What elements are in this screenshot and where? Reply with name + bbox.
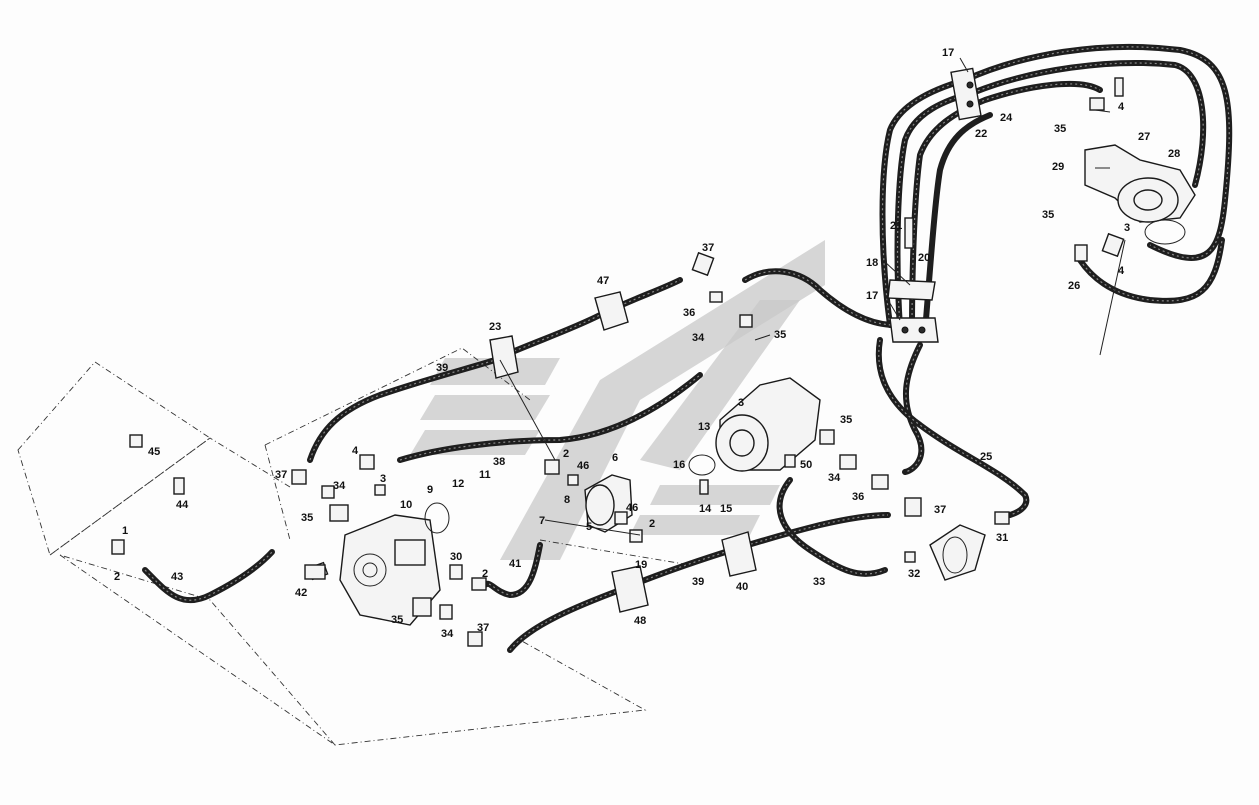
label-47: 47 (597, 275, 609, 287)
label-6: 6 (612, 452, 618, 464)
label-39-bottom: 39 (692, 576, 704, 588)
label-26: 26 (1068, 280, 1080, 292)
label-10: 10 (400, 499, 412, 511)
label-2-bottom: 2 (649, 518, 655, 530)
label-3-center: 3 (738, 397, 744, 409)
label-35-left: 35 (301, 512, 313, 524)
label-35-right: 35 (1042, 209, 1054, 221)
label-4-right: 4 (1118, 265, 1125, 277)
label-35-top: 35 (1054, 123, 1066, 135)
label-46-top: 46 (577, 460, 589, 472)
label-2-pump: 2 (482, 568, 488, 580)
label-22: 22 (975, 128, 987, 140)
label-17-top: 17 (942, 47, 954, 59)
label-30: 30 (450, 551, 462, 563)
label-35-pump: 35 (840, 414, 852, 426)
label-35-center: 35 (774, 329, 786, 341)
label-42: 42 (295, 587, 307, 599)
label-15: 15 (720, 503, 732, 515)
label-3-right: 3 (1124, 222, 1130, 234)
label-25: 25 (980, 451, 992, 463)
label-50: 50 (800, 459, 812, 471)
label-41: 41 (509, 558, 521, 570)
label-34-right: 34 (828, 472, 841, 484)
label-5: 5 (586, 521, 592, 533)
label-4-left: 4 (352, 445, 359, 457)
label-14: 14 (699, 503, 712, 515)
label-37-top: 37 (702, 242, 714, 254)
main-pump-assembly (339, 502, 450, 626)
label-48: 48 (634, 615, 646, 627)
label-35-bottom: 35 (391, 614, 403, 626)
label-29: 29 (1052, 161, 1064, 173)
label-44: 44 (176, 499, 189, 511)
label-31: 31 (996, 532, 1008, 544)
label-32: 32 (908, 568, 920, 580)
label-28: 28 (1168, 148, 1180, 160)
label-40: 40 (736, 581, 748, 593)
hydraulic-motor-top (1084, 144, 1196, 245)
hydraulic-pump-center (688, 377, 821, 476)
label-8: 8 (564, 494, 570, 506)
label-36-bottom: 36 (852, 491, 864, 503)
label-33: 33 (813, 576, 825, 588)
label-46-bottom: 46 (626, 502, 638, 514)
label-34-left: 34 (333, 480, 346, 492)
label-21: 21 (890, 220, 902, 232)
label-12: 12 (452, 478, 464, 490)
label-38: 38 (493, 456, 505, 468)
label-23: 23 (489, 321, 501, 333)
label-34-bottom: 34 (441, 628, 454, 640)
label-36-top: 36 (683, 307, 695, 319)
label-2-center: 2 (563, 448, 569, 460)
label-37-right: 37 (934, 504, 946, 516)
fittings (111, 77, 1125, 647)
label-39-top: 39 (436, 362, 448, 374)
label-43: 43 (171, 571, 183, 583)
leader-lines (499, 57, 1126, 536)
label-17-mid: 17 (866, 290, 878, 302)
label-34-top: 34 (692, 332, 705, 344)
inline-filter (929, 524, 986, 581)
frame-outlines (17, 347, 691, 746)
part-labels: 17 22 24 4 35 27 28 29 35 3 4 26 21 20 1… (114, 47, 1180, 640)
label-1: 1 (122, 525, 128, 537)
label-4-top: 4 (1118, 101, 1125, 113)
label-3-left: 3 (380, 473, 386, 485)
label-11: 11 (479, 469, 491, 481)
label-18: 18 (866, 257, 878, 269)
label-37-bottom: 37 (477, 622, 489, 634)
label-19: 19 (635, 559, 647, 571)
label-2-left: 2 (114, 571, 120, 583)
label-27: 27 (1138, 131, 1150, 143)
label-13: 13 (698, 421, 710, 433)
hose-lines (142, 43, 1233, 653)
label-20: 20 (918, 252, 930, 264)
label-37-left: 37 (275, 469, 287, 481)
label-9: 9 (427, 484, 433, 496)
label-45: 45 (148, 446, 160, 458)
label-24: 24 (1000, 112, 1013, 124)
clamp-blocks (489, 67, 982, 613)
label-7: 7 (539, 515, 545, 527)
label-16: 16 (673, 459, 685, 471)
